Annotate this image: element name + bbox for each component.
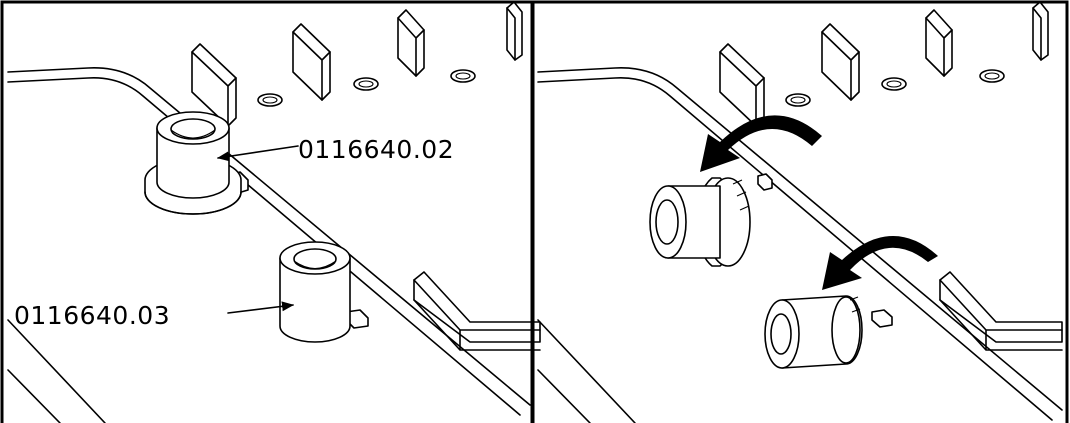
mounting-hole	[257, 93, 283, 107]
flanged-bushing-rotated	[649, 177, 751, 267]
rotation-arrow	[822, 235, 938, 290]
plain-bushing	[279, 241, 351, 343]
mounting-hole	[450, 69, 476, 83]
part-label-plain-bushing: 0116640.03	[14, 301, 170, 330]
part-label-flanged-bushing: 0116640.02	[298, 135, 454, 164]
tray-rim	[537, 67, 1063, 421]
mounting-hole	[881, 77, 907, 91]
wall-tab	[925, 9, 953, 77]
base-plate-lines	[7, 319, 106, 423]
l-bracket	[413, 271, 541, 351]
wall-tab	[1032, 1, 1049, 61]
base-plate-lines	[537, 319, 636, 423]
mounting-hole	[979, 69, 1005, 83]
leader-line	[227, 301, 294, 314]
right-panel-frame	[531, 0, 1069, 423]
flanged-bushing	[144, 111, 242, 215]
wall-tab	[719, 43, 765, 127]
wall-tab	[506, 1, 523, 61]
tray-rim	[7, 67, 531, 416]
leader-line	[217, 145, 299, 162]
mounting-hole	[785, 93, 811, 107]
wall-tab	[397, 9, 425, 77]
wall-tab	[821, 23, 860, 101]
wall-tab	[191, 43, 237, 127]
rotation-arrow	[700, 115, 822, 172]
l-bracket	[939, 271, 1063, 351]
wall-tab	[292, 23, 331, 101]
rim-stud	[757, 173, 893, 328]
left-panel: 0116640.02 0116640.03	[7, 1, 541, 423]
right-panel	[537, 1, 1063, 423]
left-panel-frame	[0, 0, 534, 423]
plain-bushing-rotated	[764, 295, 863, 369]
mounting-hole	[353, 77, 379, 91]
